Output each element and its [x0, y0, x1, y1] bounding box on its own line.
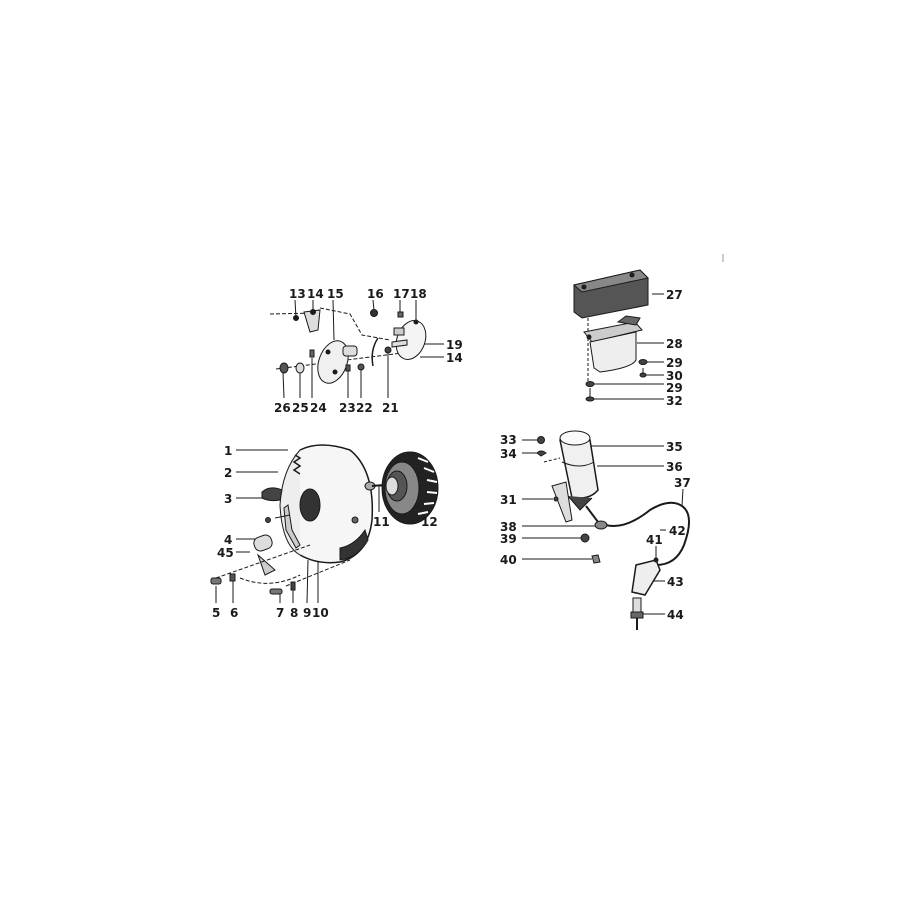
part-label-8: 8 [290, 606, 299, 620]
part-label-11: 11 [373, 515, 390, 529]
part-label-14: 14 [307, 287, 324, 301]
part-label-34: 34 [500, 447, 517, 461]
part-label-27: 27 [666, 288, 683, 302]
part-label-22: 22 [356, 401, 373, 415]
part-label-45: 45 [217, 546, 234, 560]
part-label-39: 39 [500, 532, 517, 546]
part-label-36: 36 [666, 460, 683, 474]
part-label-10: 10 [312, 606, 329, 620]
part-label-35: 35 [666, 440, 683, 454]
part-label-29: 29 [666, 356, 683, 370]
part-label-12: 12 [421, 515, 438, 529]
part-label-24: 24 [310, 401, 327, 415]
part-label-9: 9 [303, 606, 312, 620]
part-label-13: 13 [289, 287, 306, 301]
part-label-14b: 14 [446, 351, 463, 365]
part-label-41: 41 [646, 533, 663, 547]
part-label-38: 38 [500, 520, 517, 534]
part-label-3: 3 [224, 492, 233, 506]
part-label-15: 15 [327, 287, 344, 301]
part-label-4: 4 [224, 533, 233, 547]
part-label-5: 5 [212, 606, 221, 620]
part-label-21: 21 [382, 401, 399, 415]
part-label-33: 33 [500, 433, 517, 447]
part-label-16: 16 [367, 287, 384, 301]
part-label-17: 17 [393, 287, 410, 301]
part-label-26: 26 [274, 401, 291, 415]
part-label-23: 23 [339, 401, 356, 415]
part-label-32: 32 [666, 394, 683, 408]
part-label-43: 43 [667, 575, 684, 589]
part-label-42: 42 [669, 524, 686, 538]
part-label-31: 31 [500, 493, 517, 507]
part-label-19: 19 [446, 338, 463, 352]
part-label-37: 37 [674, 476, 691, 490]
part-label-28: 28 [666, 337, 683, 351]
part-label-44: 44 [667, 608, 684, 622]
part-label-18: 18 [410, 287, 427, 301]
part-label-6: 6 [230, 606, 239, 620]
part-label-7: 7 [276, 606, 285, 620]
part-label-40: 40 [500, 553, 517, 567]
part-label-2: 2 [224, 466, 233, 480]
part-label-1: 1 [224, 444, 233, 458]
part-label-25: 25 [292, 401, 309, 415]
part-label-29b: 29 [666, 381, 683, 395]
part-label-30: 30 [666, 369, 683, 383]
